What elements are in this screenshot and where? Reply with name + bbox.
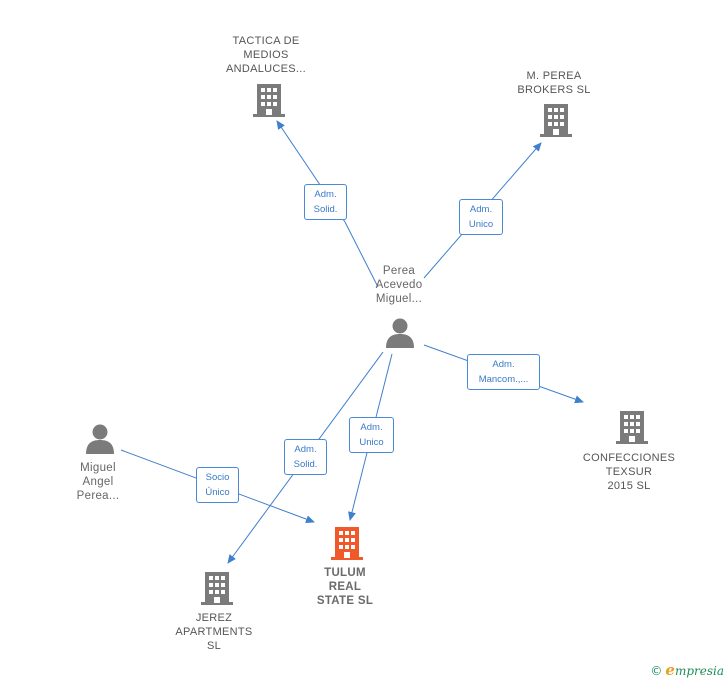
node-label-tactica[interactable]: TACTICA DE MEDIOS ANDALUCES... bbox=[225, 35, 306, 75]
node-label-jerez[interactable]: JEREZ APARTMENTS SL bbox=[175, 612, 253, 652]
brand-logo: ©empresia bbox=[650, 661, 724, 679]
building-icon bbox=[540, 104, 572, 137]
edge-line-tactica-tail bbox=[344, 221, 379, 288]
edge-label-socio: Socio Único bbox=[196, 467, 239, 503]
node-label-miguel-angel[interactable]: Miguel Angel Perea... bbox=[76, 462, 120, 502]
building-icon bbox=[616, 411, 648, 444]
node-label-perea-brokers[interactable]: M. PEREA BROKERS SL bbox=[517, 70, 591, 96]
edge-label-tactica: Adm. Solid. bbox=[304, 184, 347, 220]
building-icon bbox=[253, 84, 285, 117]
edge-label-jerez: Adm. Solid. bbox=[284, 439, 327, 475]
building-icon bbox=[201, 572, 233, 605]
edge-label-tulum: Adm. Unico bbox=[349, 417, 394, 453]
edge-label-brokers: Adm. Unico bbox=[459, 199, 503, 235]
copyright-icon: © bbox=[650, 664, 663, 678]
node-label-confecciones[interactable]: CONFECCIONES TEXSUR 2015 SL bbox=[582, 452, 676, 492]
building-icon-main bbox=[331, 527, 363, 560]
edge-label-confecciones: Adm. Mancom.,... bbox=[467, 354, 540, 390]
node-label-tulum[interactable]: TULUM REAL STATE SL bbox=[316, 567, 374, 607]
node-label-perea-acevedo[interactable]: Perea Acevedo Miguel... bbox=[375, 265, 423, 305]
person-icon bbox=[386, 318, 414, 348]
person-icon bbox=[86, 424, 114, 454]
